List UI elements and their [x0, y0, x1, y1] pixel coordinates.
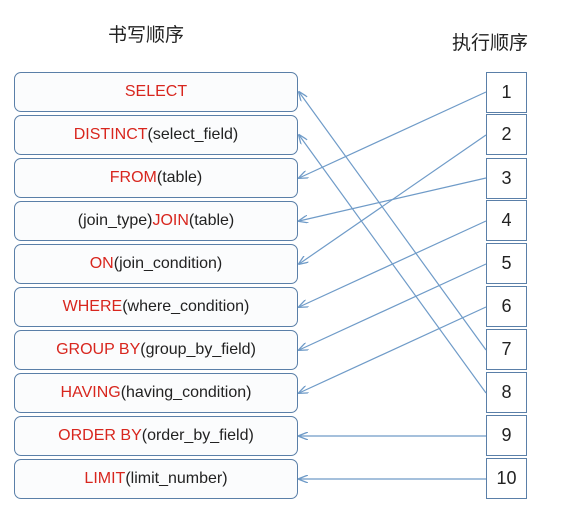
execution-step-2: 2 — [486, 114, 527, 155]
clause-keyword: JOIN — [152, 212, 189, 229]
clause-args: (select_field) — [147, 126, 239, 143]
clause-keyword: SELECT — [124, 83, 188, 100]
clause-keyword: ON — [89, 255, 114, 272]
mapping-arrow-6 — [299, 306, 487, 393]
clause-order-by: ORDER BY (order_by_field) — [14, 416, 298, 456]
execution-step-8: 8 — [486, 372, 527, 413]
writing-order-title: 书写顺序 — [108, 24, 185, 46]
execution-step-6: 6 — [486, 286, 527, 327]
clause-where: WHERE (where_condition) — [14, 287, 298, 327]
execution-step-5: 5 — [486, 243, 527, 284]
clause-args: (table) — [188, 212, 235, 229]
clause-keyword: GROUP BY — [56, 341, 141, 358]
execution-step-4: 4 — [486, 200, 527, 241]
clause-args: (join_condition) — [113, 255, 223, 272]
clause-join: (join_type) JOIN (table) — [14, 201, 298, 241]
clause-select: SELECT — [14, 72, 298, 112]
clause-args: (order_by_field) — [141, 427, 254, 444]
clause-join-type: (join_type) — [77, 212, 153, 229]
mapping-arrow-1 — [299, 91, 487, 178]
clause-keyword: ORDER BY — [58, 427, 142, 444]
clause-distinct: DISTINCT (select_field) — [14, 115, 298, 155]
clause-keyword: FROM — [109, 169, 157, 186]
clause-args: (table) — [156, 169, 203, 186]
clause-keyword: LIMIT — [84, 470, 126, 487]
clause-args: (having_condition) — [120, 384, 252, 401]
clause-group-by: GROUP BY (group_by_field) — [14, 330, 298, 370]
clause-having: HAVING (having_condition) — [14, 373, 298, 413]
mapping-arrow-5 — [299, 263, 487, 350]
clause-keyword: DISTINCT — [73, 126, 148, 143]
execution-step-1: 1 — [486, 72, 527, 113]
execution-step-7: 7 — [486, 329, 527, 370]
execution-step-10: 10 — [486, 458, 527, 499]
clause-args: (where_condition) — [122, 298, 250, 315]
clause-args: (group_by_field) — [140, 341, 256, 358]
mapping-arrow-7 — [299, 92, 487, 351]
execution-order-title: 执行顺序 — [452, 32, 529, 54]
clause-limit: LIMIT (limit_number) — [14, 459, 298, 499]
execution-step-9: 9 — [486, 415, 527, 456]
clause-keyword: HAVING — [60, 384, 121, 401]
clause-args: (limit_number) — [125, 470, 228, 487]
clause-from: FROM (table) — [14, 158, 298, 198]
execution-step-3: 3 — [486, 158, 527, 199]
mapping-arrow-8 — [299, 135, 487, 394]
clause-on: ON (join_condition) — [14, 244, 298, 284]
mapping-arrow-3 — [299, 177, 487, 221]
clause-keyword: WHERE — [62, 298, 123, 315]
